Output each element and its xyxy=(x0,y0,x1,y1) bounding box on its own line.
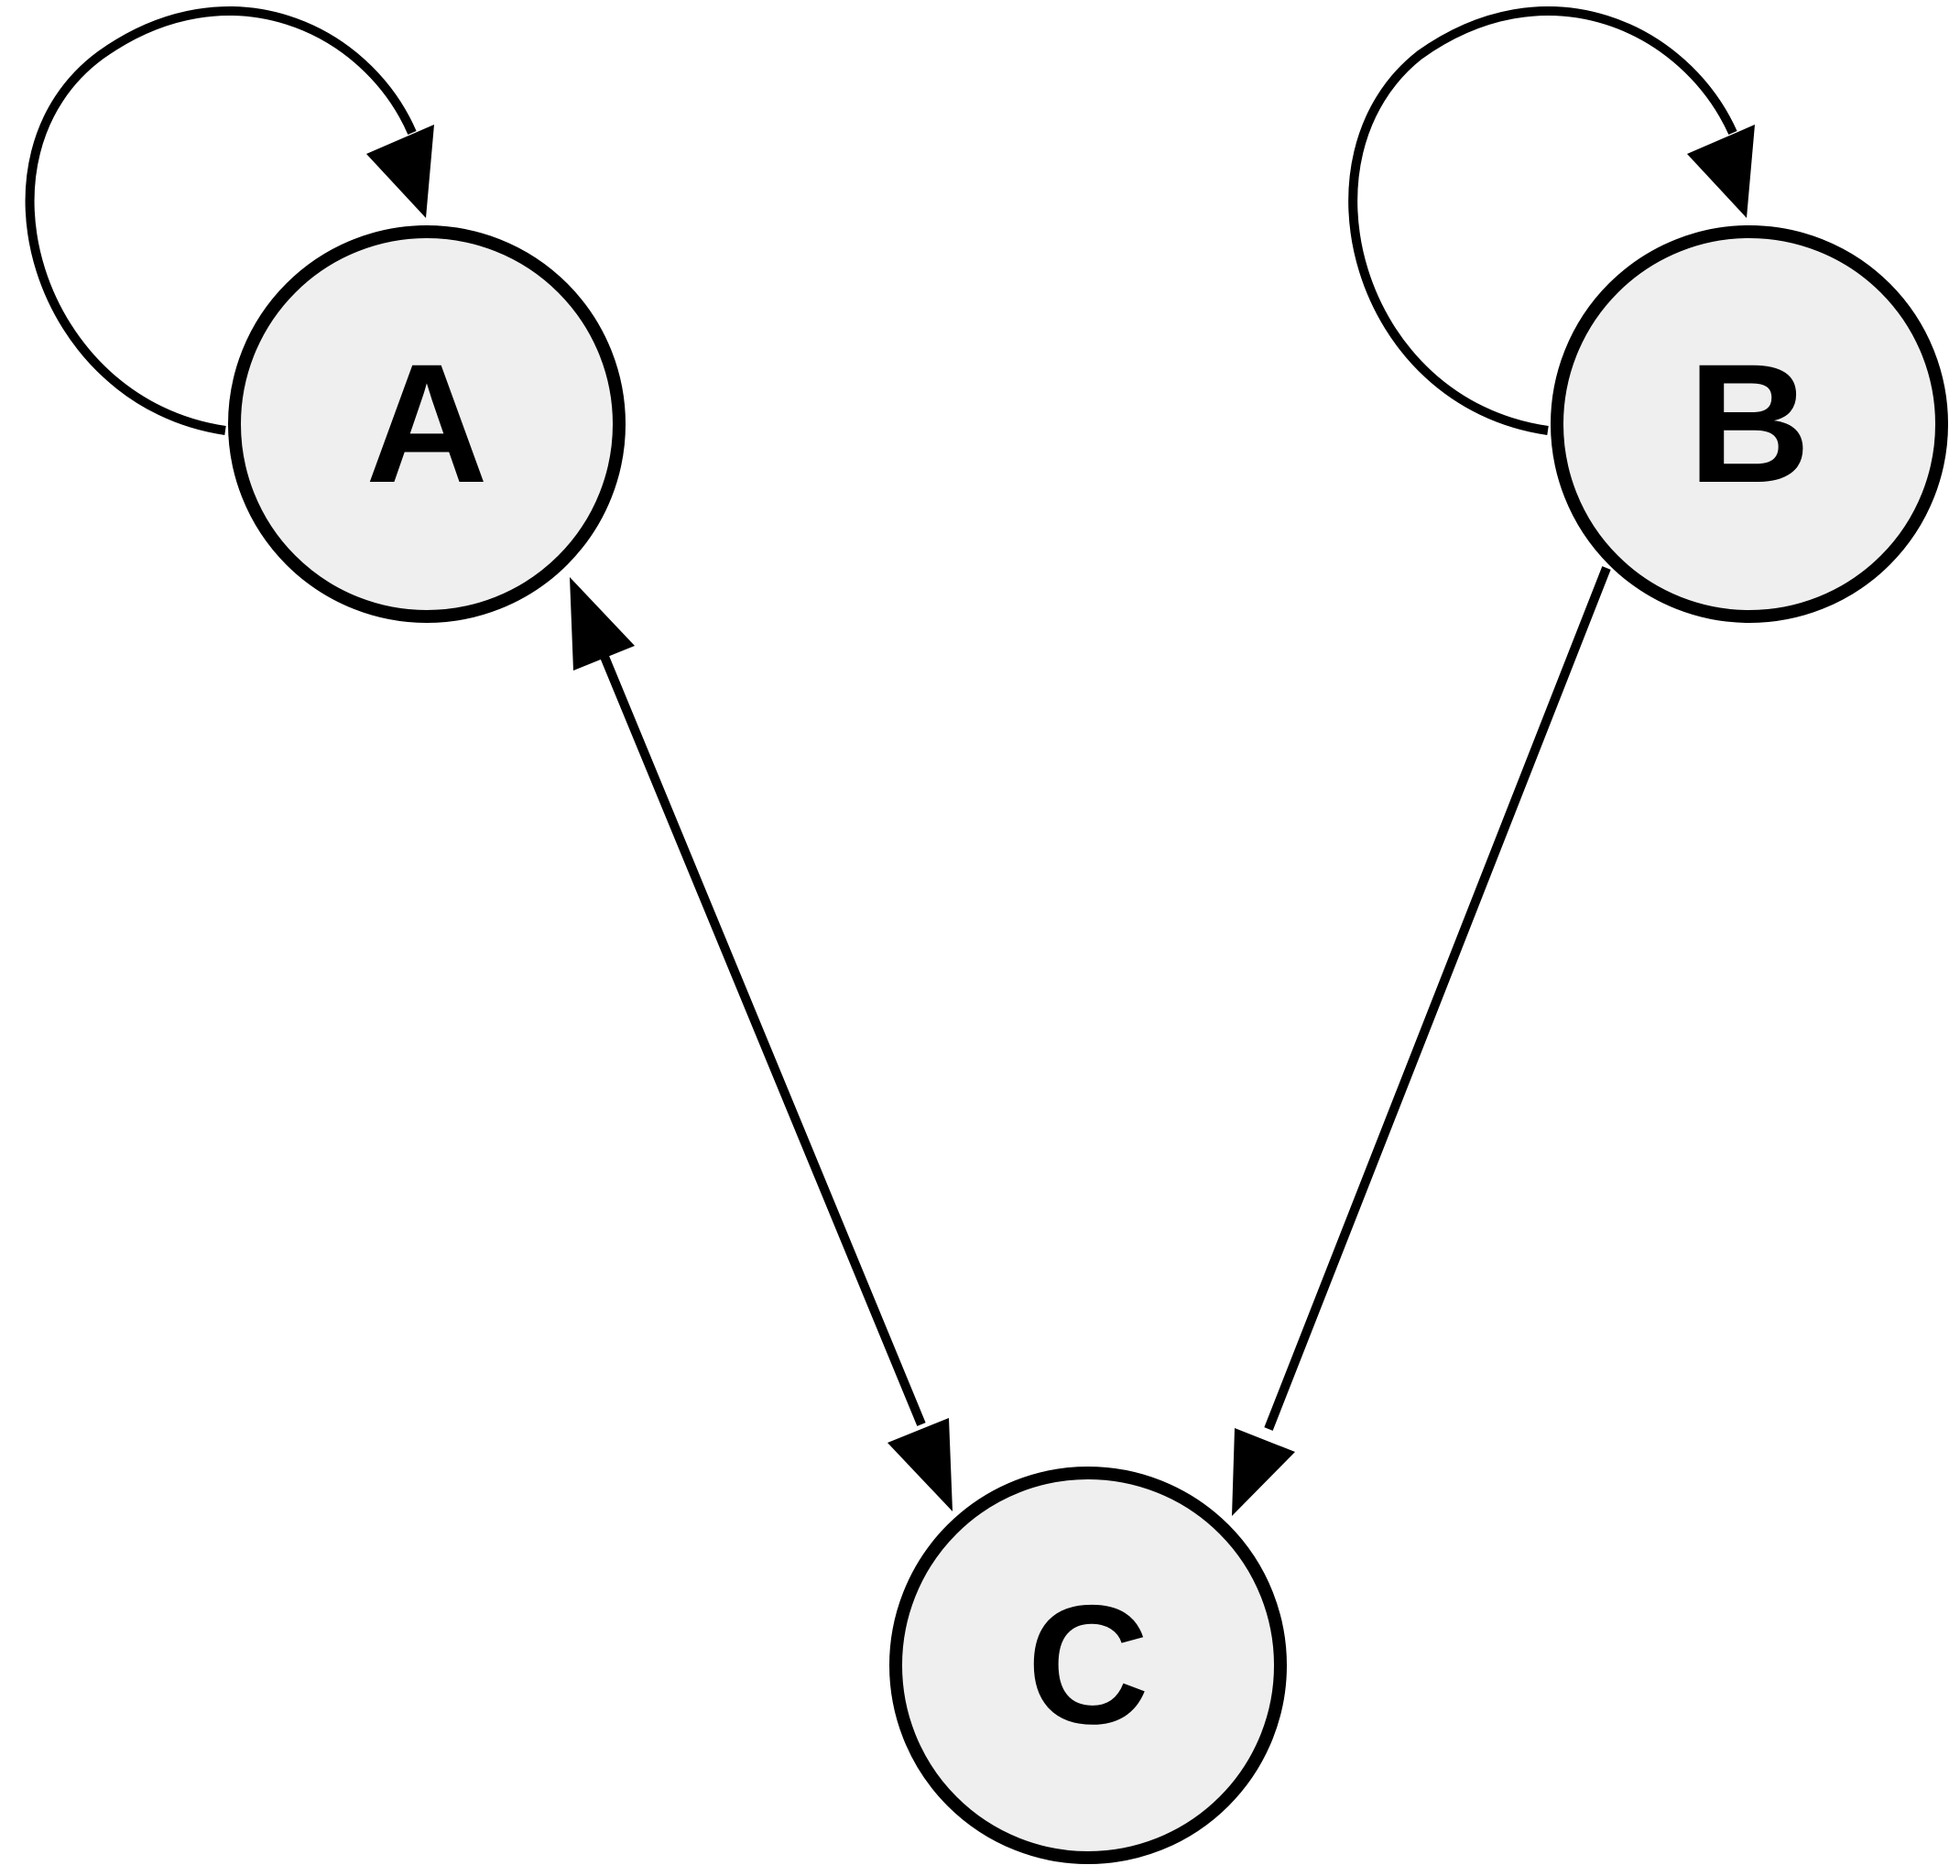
node-c-label: C xyxy=(1027,1571,1149,1760)
edge-a-a-loop xyxy=(25,6,417,435)
node-a-label: A xyxy=(365,330,488,518)
nodes: A B C xyxy=(228,225,1948,1864)
edge-a-c xyxy=(598,650,926,1426)
node-b[interactable]: B xyxy=(1551,225,1948,623)
arrowhead-a-end xyxy=(570,577,635,671)
node-c-circle xyxy=(889,1467,1287,1864)
edges xyxy=(25,6,1755,1516)
node-b-circle xyxy=(1551,225,1948,623)
edge-b-b-loop xyxy=(1348,6,1737,435)
node-a[interactable]: A xyxy=(228,225,626,623)
arrowhead-b-b xyxy=(1687,125,1755,218)
arrowhead-a-a xyxy=(366,125,434,218)
node-a-circle xyxy=(228,225,626,623)
node-c[interactable]: C xyxy=(889,1467,1287,1864)
arrowhead-c-end xyxy=(887,1418,953,1511)
arrowhead-b-c xyxy=(1232,1428,1295,1516)
edge-b-c xyxy=(1264,566,1611,1431)
node-b-label: B xyxy=(1688,330,1811,518)
